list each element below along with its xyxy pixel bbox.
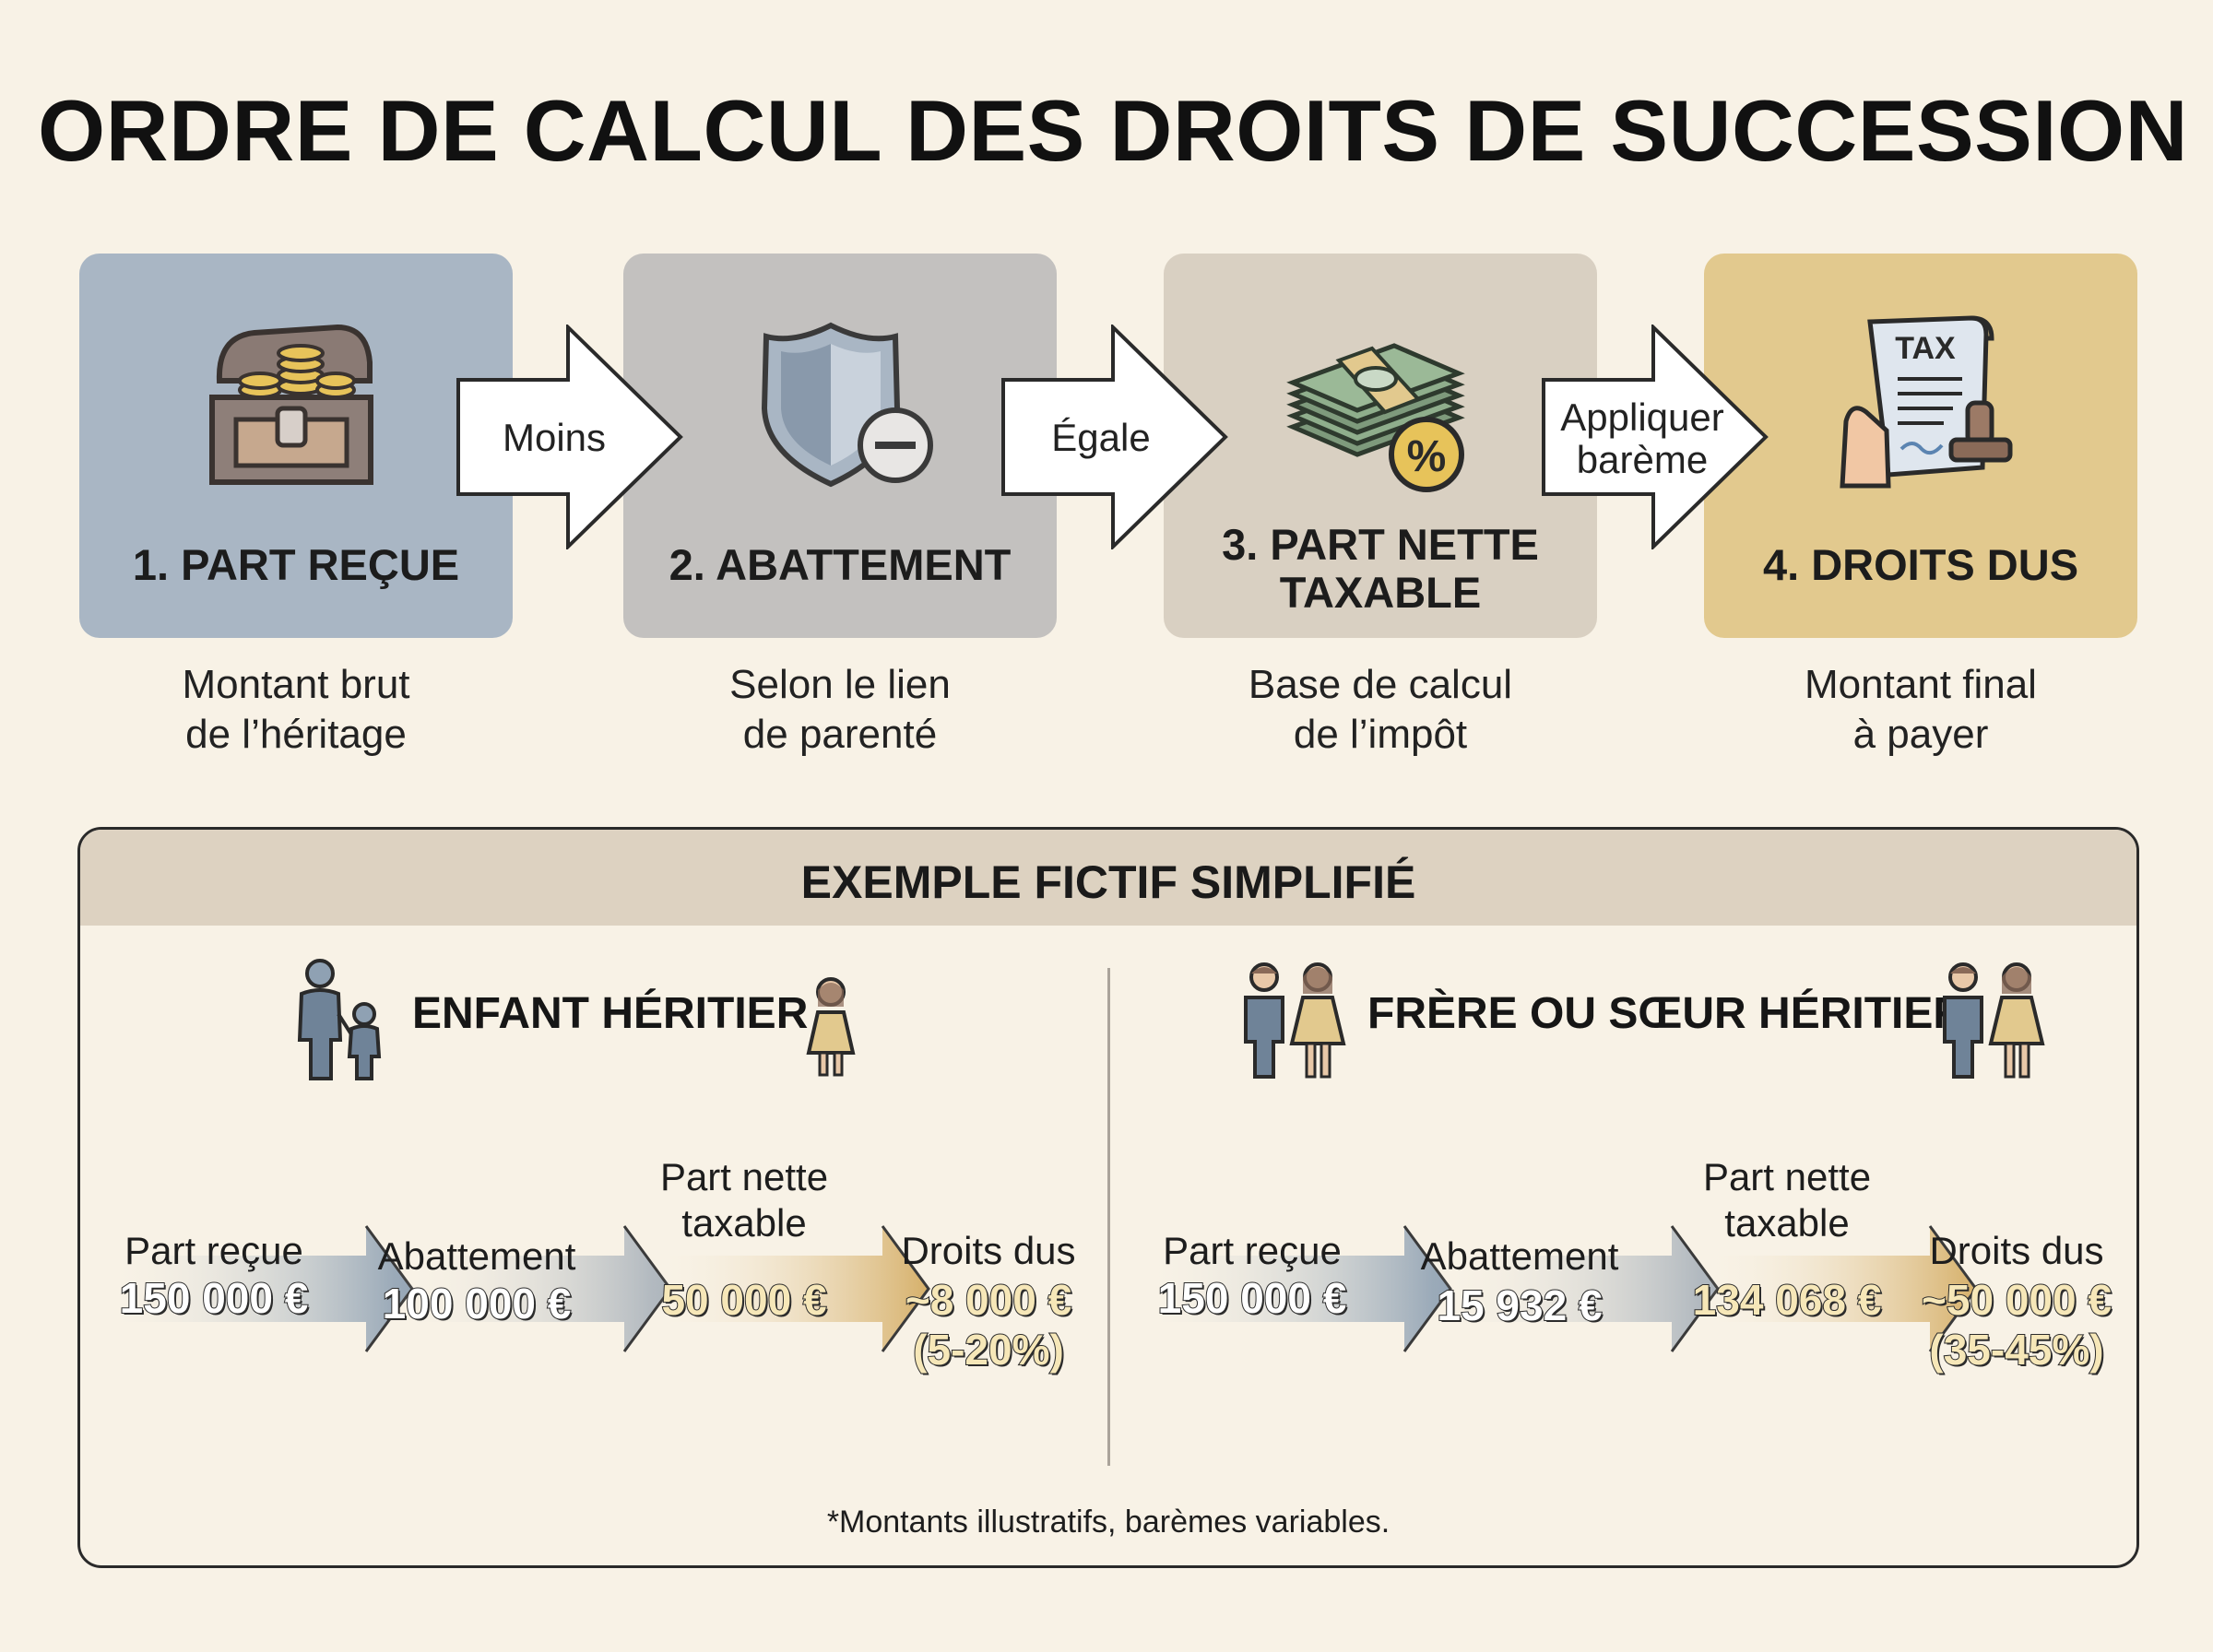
connector-label-bareme: barème — [1576, 438, 1709, 481]
right-value-droits-dus: ~50 000 € — [1921, 1275, 2112, 1325]
step-desc-4-line1: Montant final — [1805, 662, 2037, 707]
right-label-abattement: Abattement — [1420, 1234, 1619, 1278]
step-desc-1-line1: Montant brut — [182, 662, 410, 707]
left-value-droits-dus: ~8 000 € — [905, 1275, 1072, 1325]
left-value-part-recue: 150 000 € — [119, 1273, 310, 1323]
left-label-droits-dus: Droits dus — [901, 1229, 1076, 1272]
connector-label-appliquer: Appliquer — [1560, 395, 1724, 439]
step-card-abattement: 2. ABATTEMENT — [623, 254, 1057, 638]
left-label-part-recue: Part reçue — [124, 1229, 303, 1272]
girl-icon — [806, 977, 856, 1077]
left-label-part-nette-line2: taxable — [681, 1201, 807, 1245]
step-desc-2-line1: Selon le lien — [729, 662, 951, 707]
tax-document-icon: TAX — [1833, 311, 2018, 495]
arrow-appliquer-bareme-icon — [1542, 324, 1769, 549]
step-title: 4. DROITS DUS — [1762, 540, 2079, 589]
right-flow-arrows — [1137, 1225, 1978, 1352]
step-title: 2. ABATTEMENT — [669, 540, 1012, 589]
treasure-chest-icon — [199, 316, 384, 491]
footnote: *Montants illustratifs, barèmes variable… — [826, 1504, 1391, 1540]
example-divider — [1107, 968, 1110, 1466]
svg-text:%: % — [1407, 432, 1447, 481]
siblings-icon-right — [1943, 962, 2045, 1079]
left-flow-arrows — [99, 1225, 930, 1352]
right-label-part-nette-line2: taxable — [1724, 1201, 1850, 1245]
step-card-droits-dus: TAX 4. DROITS DUS — [1704, 254, 2137, 638]
step-card-part-recue: 1. PART REÇUE — [79, 254, 513, 638]
step-title: 1. PART REÇUE — [132, 540, 460, 589]
left-value-droits-rate: (5-20%) — [912, 1325, 1065, 1375]
step-title-line2: TAXABLE — [1279, 568, 1482, 617]
step-desc-3-line1: Base de calcul — [1248, 662, 1513, 707]
step-desc-3-line2: de l’impôt — [1293, 712, 1468, 757]
example-panel-title: EXEMPLE FICTIF SIMPLIFIÉ — [800, 856, 1416, 908]
left-label-abattement: Abattement — [377, 1234, 576, 1278]
right-value-part-nette: 134 068 € — [1692, 1275, 1883, 1325]
connector-label-moins: Moins — [502, 416, 607, 459]
step-card-part-nette: % 3. PART NETTE TAXABLE — [1164, 254, 1597, 638]
example-panel-header — [80, 830, 2136, 926]
left-value-abattement: 100 000 € — [382, 1279, 573, 1328]
parent-child-icon — [297, 959, 382, 1080]
right-value-abattement: 15 932 € — [1436, 1280, 1603, 1330]
example-panel: EXEMPLE FICTIF SIMPLIFIÉ ENFANT HÉRITIER… — [77, 827, 2139, 1568]
connector-label-egale: Égale — [1051, 416, 1151, 459]
step-desc-4-line2: à payer — [1852, 712, 1989, 757]
right-label-part-nette-line1: Part nette — [1702, 1155, 1872, 1198]
step-title-line1: 3. PART NETTE — [1222, 520, 1539, 569]
right-value-part-recue: 150 000 € — [1157, 1273, 1348, 1323]
siblings-icon — [1244, 962, 1346, 1079]
shield-minus-icon — [757, 316, 941, 491]
left-example-title: ENFANT HÉRITIER — [412, 989, 809, 1038]
right-value-droits-rate: (35-45%) — [1928, 1325, 2104, 1375]
svg-text:TAX: TAX — [1895, 331, 1956, 366]
page-title: ORDRE DE CALCUL DES DROITS DE SUCCESSION — [38, 82, 2188, 179]
right-label-droits-dus: Droits dus — [1929, 1229, 2104, 1272]
left-value-part-nette: 50 000 € — [660, 1275, 827, 1325]
money-percent-icon: % — [1284, 316, 1468, 501]
step-desc-1-line2: de l’héritage — [185, 712, 407, 757]
arrow-egale-icon — [1001, 324, 1228, 549]
left-label-part-nette-line1: Part nette — [659, 1155, 829, 1198]
right-example-title: FRÈRE OU SŒUR HÉRITIER — [1367, 989, 1966, 1038]
step-desc-2-line2: de parenté — [742, 712, 938, 757]
right-label-part-recue: Part reçue — [1163, 1229, 1342, 1272]
arrow-moins-icon — [456, 324, 683, 549]
